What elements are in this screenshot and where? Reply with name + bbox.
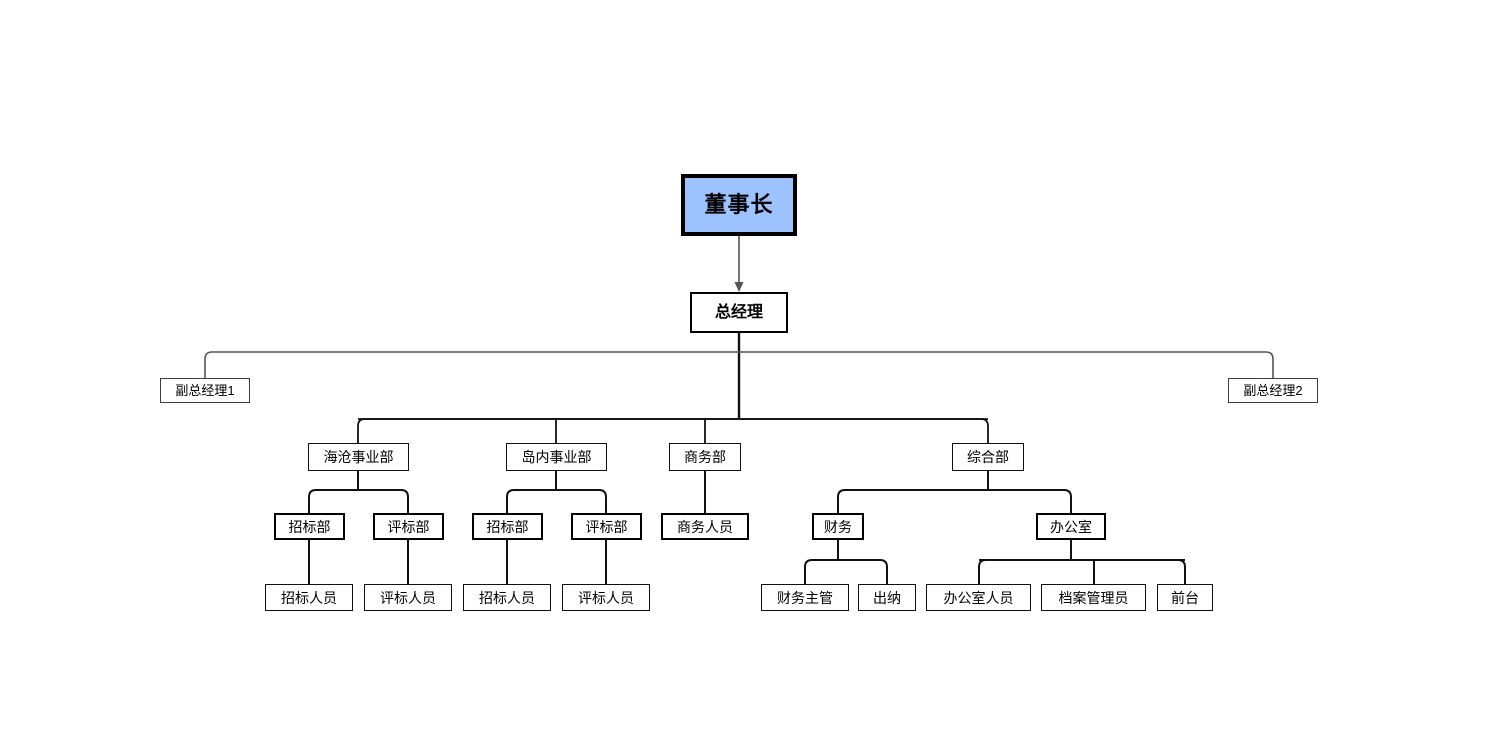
node-finance-supervisor[interactable]: 财务主管 <box>761 584 849 611</box>
edge-deputy-bar <box>204 351 1274 378</box>
edge-island-children <box>506 471 607 513</box>
node-island-bidding-dept[interactable]: 招标部 <box>472 513 543 540</box>
node-finance-supervisor-label: 财务主管 <box>777 589 833 606</box>
node-deputy-manager-2-label: 副总经理2 <box>1243 383 1303 398</box>
node-haicang-bidding-dept[interactable]: 招标部 <box>274 513 345 540</box>
node-haicang-evaluation-staff[interactable]: 评标人员 <box>364 584 452 611</box>
node-deputy-manager-1[interactable]: 副总经理1 <box>160 378 250 403</box>
node-chairman-label: 董事长 <box>704 192 774 217</box>
node-dept-business[interactable]: 商务部 <box>669 443 741 471</box>
edge-sub-to-staff <box>308 540 607 584</box>
edge-department-bar <box>357 418 989 443</box>
node-finance[interactable]: 财务 <box>812 513 864 540</box>
node-dept-general-label: 综合部 <box>967 449 1009 465</box>
node-dept-island[interactable]: 岛内事业部 <box>506 443 607 471</box>
node-front-desk[interactable]: 前台 <box>1157 584 1213 611</box>
edge-office-children <box>978 540 1186 584</box>
node-dept-haicang-label: 海沧事业部 <box>323 449 394 465</box>
node-haicang-bidding-staff-label: 招标人员 <box>281 589 337 606</box>
node-office-staff-label: 办公室人员 <box>943 589 1014 606</box>
node-island-evaluation-staff[interactable]: 评标人员 <box>562 584 650 611</box>
node-cashier[interactable]: 出纳 <box>858 584 916 611</box>
edge-finance-children <box>804 540 888 584</box>
node-cashier-label: 出纳 <box>873 589 901 606</box>
node-island-evaluation-dept-label: 评标部 <box>585 518 628 535</box>
node-dept-haicang[interactable]: 海沧事业部 <box>308 443 409 471</box>
node-haicang-evaluation-dept-label: 评标部 <box>387 518 430 535</box>
node-general-manager[interactable]: 总经理 <box>690 292 788 333</box>
edge-chairman-to-gm <box>734 236 744 292</box>
node-deputy-manager-2[interactable]: 副总经理2 <box>1228 378 1318 403</box>
node-archivist[interactable]: 档案管理员 <box>1041 584 1146 611</box>
node-dept-general[interactable]: 综合部 <box>952 443 1024 471</box>
node-finance-label: 财务 <box>824 518 852 535</box>
node-dept-business-label: 商务部 <box>684 449 726 465</box>
node-island-bidding-staff-label: 招标人员 <box>479 589 535 606</box>
node-island-bidding-dept-label: 招标部 <box>486 518 529 535</box>
node-haicang-evaluation-dept[interactable]: 评标部 <box>373 513 444 540</box>
node-dept-island-label: 岛内事业部 <box>521 449 592 465</box>
edge-haicang-children <box>308 471 409 513</box>
node-island-evaluation-staff-label: 评标人员 <box>578 589 634 606</box>
node-front-desk-label: 前台 <box>1171 589 1199 606</box>
node-office-staff[interactable]: 办公室人员 <box>926 584 1031 611</box>
node-haicang-bidding-dept-label: 招标部 <box>288 518 331 535</box>
node-deputy-manager-1-label: 副总经理1 <box>175 383 235 398</box>
edge-general-children <box>837 471 1072 513</box>
node-island-evaluation-dept[interactable]: 评标部 <box>571 513 642 540</box>
node-archivist-label: 档案管理员 <box>1058 589 1129 606</box>
node-business-staff-label: 商务人员 <box>677 518 733 535</box>
node-haicang-evaluation-staff-label: 评标人员 <box>380 589 436 606</box>
node-general-manager-label: 总经理 <box>714 303 763 321</box>
node-office[interactable]: 办公室 <box>1036 513 1106 540</box>
node-office-label: 办公室 <box>1050 518 1092 535</box>
node-haicang-bidding-staff[interactable]: 招标人员 <box>265 584 353 611</box>
node-business-staff[interactable]: 商务人员 <box>661 513 749 540</box>
node-island-bidding-staff[interactable]: 招标人员 <box>463 584 551 611</box>
node-chairman[interactable]: 董事长 <box>681 174 797 236</box>
